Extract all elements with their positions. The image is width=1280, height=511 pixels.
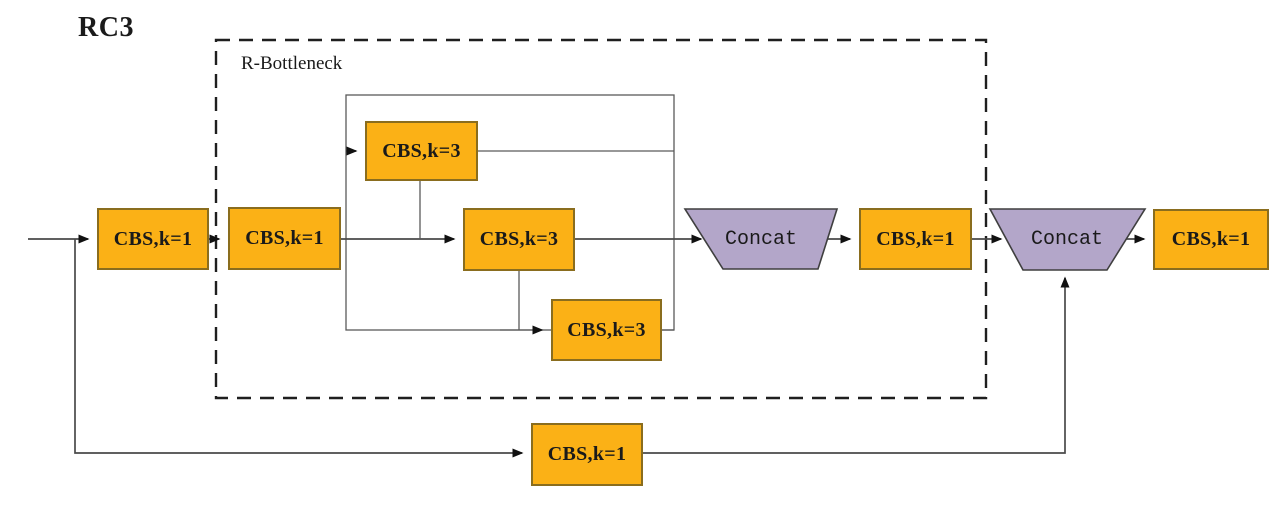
cbs-block-k3-bottom: CBS,k=3 <box>551 299 662 361</box>
concat-1-trapezoid <box>683 208 839 270</box>
connector-shortcut-to-concat2 <box>643 276 1070 454</box>
concat-2-trapezoid <box>988 208 1147 271</box>
cbs-block-output: CBS,k=1 <box>1153 209 1269 270</box>
cbs-block-k3-middle: CBS,k=3 <box>463 208 575 271</box>
group-dashed-border <box>214 38 988 400</box>
diagram-title: RC3 <box>78 12 134 43</box>
group-label: R-Bottleneck <box>241 53 343 74</box>
cbs-block-after-concat1: CBS,k=1 <box>859 208 972 270</box>
cbs-block-input-1: CBS,k=1 <box>97 208 209 270</box>
cbs-block-k3-top: CBS,k=3 <box>365 121 478 181</box>
cbs-block-input-2: CBS,k=1 <box>228 207 341 270</box>
cbs-block-shortcut: CBS,k=1 <box>531 423 643 486</box>
connector-shortcut-branch <box>74 239 524 458</box>
